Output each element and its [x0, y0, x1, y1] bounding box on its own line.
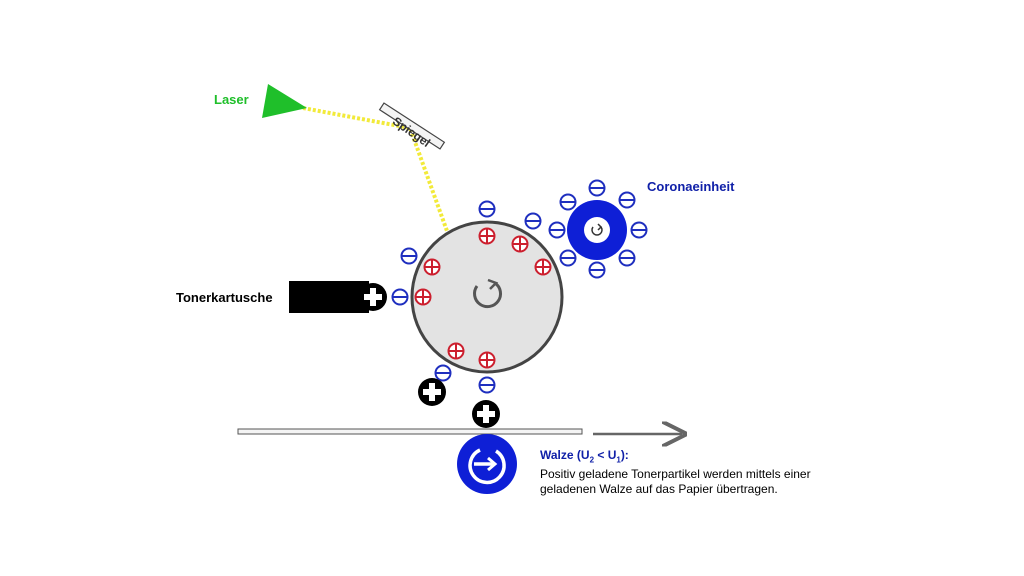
positive-charge-icon — [511, 235, 529, 253]
mirror — [378, 102, 446, 150]
caption-sub-2: 2 — [589, 455, 595, 465]
photoconductor-drum — [410, 220, 564, 374]
caption-title-prefix: Walze (U — [540, 448, 590, 462]
negative-charge-icon — [524, 212, 542, 230]
toner-particle-icon — [418, 378, 446, 406]
negative-charge-icon — [400, 247, 418, 265]
negative-charge-icon — [588, 261, 606, 279]
laser-beam — [302, 106, 449, 232]
negative-charge-icon — [559, 193, 577, 211]
positive-charge-icon — [423, 258, 441, 276]
roller-rotation-icon — [468, 448, 506, 485]
caption-title-middle: < U — [594, 448, 617, 462]
paper — [237, 428, 583, 435]
transfer-caption: Walze (U2 < U1): Positiv geladene Tonerp… — [540, 448, 811, 497]
toner-cartridge — [289, 281, 369, 313]
negative-charge-icon — [559, 249, 577, 267]
drum-rotation-icon — [473, 278, 502, 309]
charges — [359, 179, 648, 428]
caption-sub-1: 1 — [616, 455, 621, 465]
laser-emitter — [262, 84, 307, 118]
caption-line-1: Positiv geladene Tonerpartikel werden mi… — [540, 467, 811, 482]
negative-charge-icon — [588, 179, 606, 197]
toner-particle-icon — [359, 283, 387, 311]
positive-charge-icon — [478, 227, 496, 245]
positive-charge-icon — [414, 288, 432, 306]
laser-label: Laser — [214, 92, 249, 107]
positive-charge-icon — [534, 258, 552, 276]
negative-charge-icon — [548, 221, 566, 239]
positive-charge-icon — [478, 351, 496, 369]
caption-title: Walze (U2 < U1): — [540, 448, 811, 467]
negative-charge-icon — [478, 200, 496, 218]
negative-charge-icon — [434, 364, 452, 382]
corona-rotation-icon — [591, 223, 603, 236]
toner-label: Tonerkartusche — [176, 290, 273, 305]
negative-charge-icon — [478, 376, 496, 394]
toner-particle-icon — [472, 400, 500, 428]
negative-charge-icon — [618, 191, 636, 209]
negative-charge-icon — [618, 249, 636, 267]
negative-charge-icon — [630, 221, 648, 239]
corona-core — [584, 217, 610, 243]
negative-charge-icon — [391, 288, 409, 306]
positive-charge-icon — [447, 342, 465, 360]
corona-label: Coronaeinheit — [647, 179, 735, 194]
caption-title-suffix: ): — [620, 448, 629, 462]
caption-line-2: geladenen Walze auf das Papier übertrage… — [540, 482, 778, 497]
